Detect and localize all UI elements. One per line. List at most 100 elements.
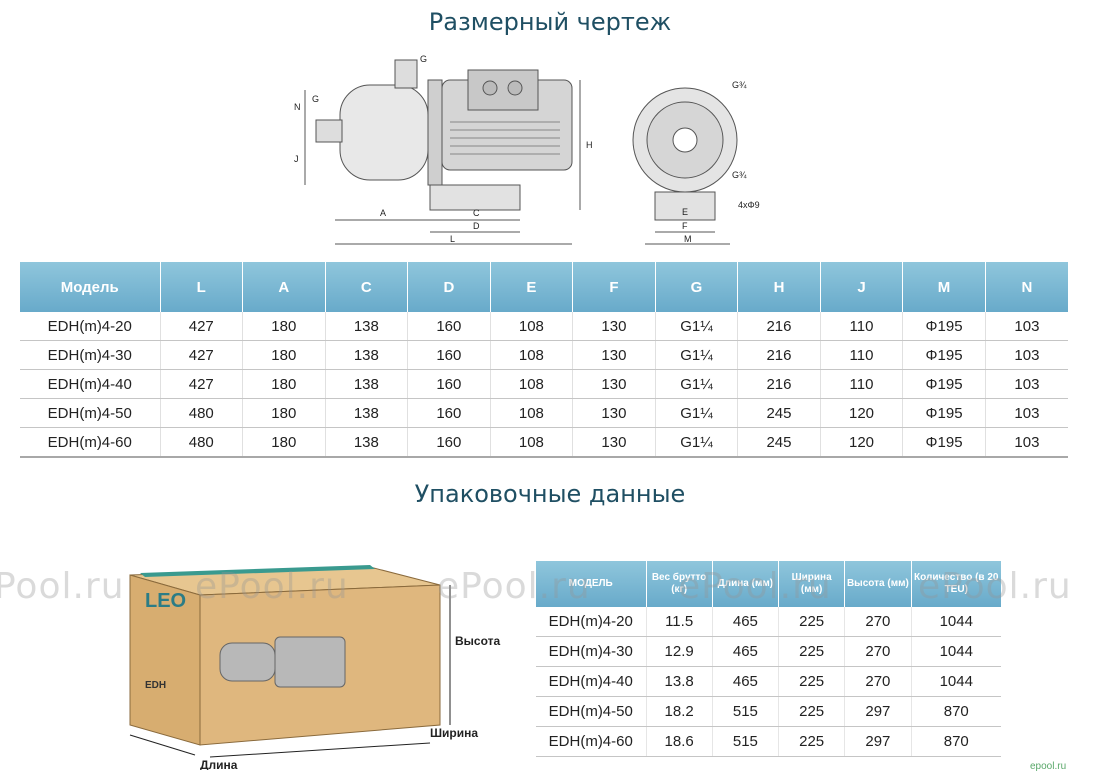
dimensions-title: Размерный чертеж: [428, 8, 672, 36]
table-cell: 130: [572, 340, 656, 370]
table-cell: 108: [490, 312, 574, 341]
table-cell: 138: [325, 369, 409, 399]
table-cell: Φ195: [902, 369, 986, 399]
svg-text:G¾: G¾: [732, 170, 747, 180]
table-cell: 103: [985, 312, 1068, 341]
table-cell: EDH(m)4-40: [20, 369, 161, 399]
table-cell: 12.9: [646, 636, 713, 667]
table-cell: 1044: [911, 666, 1001, 697]
table-cell: 138: [325, 398, 409, 428]
table-cell: EDH(m)4-20: [20, 312, 161, 341]
box-brand: LEO: [145, 590, 186, 612]
col-header: МОДЕЛЬ: [536, 561, 647, 607]
table-cell: 270: [844, 666, 912, 697]
col-header: G: [655, 262, 739, 312]
packaging-title: Упаковочные данные: [414, 480, 686, 508]
table-cell: 160: [407, 427, 491, 458]
table-cell: 103: [985, 340, 1068, 370]
dimensions-header-row: Модель L A C D E F G H J M N: [20, 262, 1068, 312]
table-cell: EDH(m)4-50: [20, 398, 161, 428]
svg-text:G: G: [420, 54, 427, 64]
table-cell: 108: [490, 340, 574, 370]
table-cell: 120: [820, 427, 904, 458]
table-cell: EDH(m)4-60: [536, 726, 647, 757]
table-cell: EDH(m)4-30: [20, 340, 161, 370]
length-label: Длина: [200, 758, 238, 770]
table-cell: 480: [160, 427, 244, 458]
table-row: EDH(m)4-20 11.5 465 225 270 1044: [536, 607, 1001, 637]
table-row: EDH(m)4-60 18.6 515 225 297 870: [536, 726, 1001, 757]
height-label: Высота: [455, 634, 500, 648]
table-cell: 270: [844, 636, 912, 667]
table-cell: 180: [242, 312, 326, 341]
table-cell: 480: [160, 398, 244, 428]
svg-text:4xΦ9: 4xΦ9: [738, 200, 760, 210]
col-header: H: [737, 262, 821, 312]
table-cell: 103: [985, 398, 1068, 428]
table-cell: 216: [737, 340, 821, 370]
table-row: EDH(m)4-30 12.9 465 225 270 1044: [536, 636, 1001, 667]
table-cell: G1¼: [655, 369, 739, 399]
table-cell: 110: [820, 312, 904, 341]
table-cell: 160: [407, 312, 491, 341]
table-cell: 515: [712, 696, 780, 727]
table-cell: 465: [712, 607, 780, 637]
table-row: EDH(m)4-50 18.2 515 225 297 870: [536, 696, 1001, 727]
table-cell: 245: [737, 398, 821, 428]
table-cell: Φ195: [902, 340, 986, 370]
packaging-table: МОДЕЛЬ Вес брутто (кг) Длина (мм) Ширина…: [536, 561, 1001, 757]
col-header: Количество (в 20 TEU): [911, 561, 1001, 607]
table-cell: 13.8: [646, 666, 713, 697]
svg-text:G¾: G¾: [732, 80, 747, 90]
corner-logo: epool.ru: [1030, 761, 1067, 772]
packaging-header-row: МОДЕЛЬ Вес брутто (кг) Длина (мм) Ширина…: [536, 561, 1001, 607]
table-cell: EDH(m)4-50: [536, 696, 647, 727]
col-header: Длина (мм): [712, 561, 780, 607]
table-cell: 108: [490, 398, 574, 428]
table-cell: 11.5: [646, 607, 713, 637]
table-cell: 270: [844, 607, 912, 637]
table-cell: 1044: [911, 636, 1001, 667]
svg-text:D: D: [473, 221, 480, 231]
col-header: Высота (мм): [844, 561, 912, 607]
svg-text:H: H: [586, 140, 593, 150]
table-cell: 216: [737, 369, 821, 399]
table-row: EDH(m)4-50 480 180 138 160 108 130 G1¼ 2…: [20, 398, 1068, 428]
table-cell: 297: [844, 726, 912, 757]
dimensions-table: Модель L A C D E F G H J M N EDH(m)4-20 …: [20, 262, 1068, 458]
col-header: J: [820, 262, 904, 312]
box-illustration: LEO EDH Высота Ширина Длина: [129, 565, 500, 770]
dimension-drawing: G G N J H A C D L G¾ G¾ E F M 4xΦ9: [294, 54, 760, 245]
table-cell: 225: [778, 696, 846, 727]
table-cell: G1¼: [655, 340, 739, 370]
table-cell: EDH(m)4-40: [536, 666, 647, 697]
table-cell: 427: [160, 312, 244, 341]
table-cell: G1¼: [655, 312, 739, 341]
col-header: Вес брутто (кг): [646, 561, 713, 607]
table-cell: 160: [407, 340, 491, 370]
table-cell: 160: [407, 398, 491, 428]
box-model: EDH: [145, 680, 166, 691]
col-header: Ширина (мм): [778, 561, 846, 607]
table-cell: 130: [572, 398, 656, 428]
table-cell: 103: [985, 427, 1068, 458]
table-cell: 120: [820, 398, 904, 428]
table-row: EDH(m)4-30 427 180 138 160 108 130 G1¼ 2…: [20, 340, 1068, 370]
table-cell: 138: [325, 427, 409, 458]
col-header: Модель: [20, 262, 161, 312]
table-row: EDH(m)4-40 13.8 465 225 270 1044: [536, 666, 1001, 697]
table-cell: 216: [737, 312, 821, 341]
table-cell: 245: [737, 427, 821, 458]
table-row: EDH(m)4-60 480 180 138 160 108 130 G1¼ 2…: [20, 427, 1068, 458]
terminal-box: [467, 69, 539, 111]
table-cell: 180: [242, 369, 326, 399]
svg-text:M: M: [684, 234, 692, 244]
col-header: A: [242, 262, 326, 312]
svg-text:A: A: [380, 208, 386, 218]
table-cell: 225: [778, 607, 846, 637]
table-cell: 180: [242, 340, 326, 370]
table-cell: 103: [985, 369, 1068, 399]
table-cell: 870: [911, 726, 1001, 757]
table-cell: 225: [778, 726, 846, 757]
svg-text:L: L: [450, 234, 455, 244]
